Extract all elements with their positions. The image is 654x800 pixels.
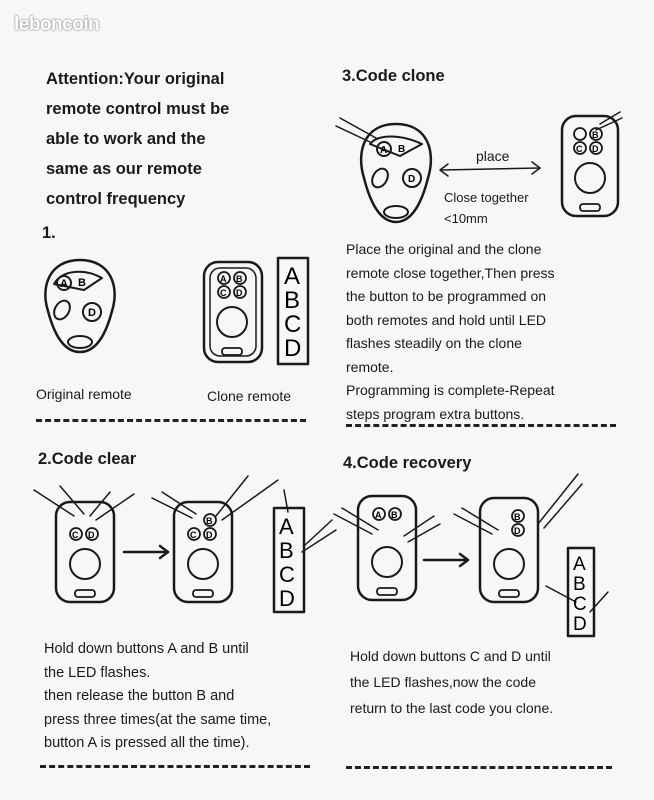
instruction-line: the button to be programmed on [346, 288, 547, 304]
button-letter: B [284, 287, 300, 314]
code-clear-arrow [122, 544, 170, 560]
section-divider [346, 424, 616, 427]
button-letter: B [206, 516, 213, 526]
button-letter: D [279, 586, 295, 611]
instruction-line: press three times(at the same time, [44, 711, 272, 728]
button-letter: D [573, 614, 587, 635]
attention-line: same as our remote [46, 160, 202, 178]
instruction-line: steps program extra buttons. [346, 405, 525, 422]
code-recovery-remote-before: A B [333, 494, 441, 602]
button-letter: B [592, 130, 599, 140]
attention-line: control frequency [46, 190, 186, 208]
code-recovery-arrow [422, 552, 470, 568]
button-letter: C [190, 530, 197, 540]
instruction-line: the LED flashes. [44, 664, 151, 681]
button-letter: D [408, 174, 415, 185]
button-letter: B [514, 512, 521, 522]
instruction-line: button A is pressed all the time). [44, 735, 250, 751]
button-letter: B [573, 574, 586, 595]
step3-heading: 3.Code clone [342, 67, 445, 85]
button-letter: D [514, 526, 521, 536]
button-letter: C [279, 562, 295, 587]
button-letter: C [72, 530, 79, 540]
button-letter: C [220, 288, 227, 298]
section-divider [40, 765, 310, 768]
button-letter: A [60, 278, 68, 290]
instruction-line: remote. [346, 358, 394, 375]
place-label: place [476, 148, 510, 164]
code-clone-clone-remote: B C D [560, 111, 623, 218]
close-together-label: Close together [444, 190, 529, 205]
button-letter: B [398, 144, 405, 155]
button-letter: D [236, 288, 243, 298]
button-letter: D [592, 144, 599, 154]
button-letter: B [391, 510, 398, 520]
button-letter: D [284, 335, 301, 362]
section-divider [346, 766, 612, 769]
button-letter: D [206, 530, 213, 540]
step1-number: 1. [42, 224, 56, 242]
button-letter: B [236, 274, 243, 284]
button-letter: A [220, 274, 227, 284]
step4-heading: 4.Code recovery [343, 454, 472, 472]
button-letter: C [284, 311, 301, 338]
button-letter: A [380, 145, 387, 156]
button-letter: C [576, 144, 583, 154]
instruction-line: flashes steadily on the clone [346, 335, 522, 351]
instruction-line: return to the last code you clone. [350, 700, 554, 716]
instruction-line: both remotes and hold until LED [346, 311, 547, 328]
instruction-line: the LED flashes,now the code [350, 674, 537, 690]
instruction-line: Programming is complete-Repeat [346, 382, 555, 398]
code-clear-remote-after: B C D [151, 475, 279, 604]
button-letter: A [375, 510, 382, 520]
attention-line: able to work and the [46, 130, 206, 148]
instruction-line: Place the original and the clone [346, 241, 542, 257]
abcd-label-box: A B C D [276, 256, 310, 366]
button-letter: D [88, 530, 95, 540]
original-remote-illustration: A B D [44, 258, 116, 354]
instruction-line: Hold down buttons A and B until [44, 641, 249, 657]
clone-remote-caption: Clone remote [207, 388, 292, 404]
button-letter: B [279, 538, 294, 563]
button-letter: B [78, 277, 86, 289]
button-letter: A [279, 514, 294, 539]
button-letter: A [284, 263, 300, 290]
attention-line: remote control must be [46, 100, 230, 118]
distance-label: <10mm [444, 211, 488, 226]
code-recovery-remote-after: B D [453, 473, 583, 604]
instruction-line: remote close together,Then press [346, 264, 555, 281]
place-arrow [439, 161, 541, 177]
attention-line: Attention:Your original [46, 70, 225, 88]
instruction-line: then release the button B and [44, 688, 235, 704]
step4-instructions: Hold down buttons C and D until the LED … [350, 643, 630, 721]
step2-heading: 2.Code clear [38, 450, 137, 468]
code-clone-original-remote: A B D [335, 117, 433, 224]
step2-instructions: Hold down buttons A and B until the LED … [44, 638, 334, 756]
button-letter: A [573, 554, 586, 575]
code-clear-remote-before: C D [33, 485, 135, 604]
abcd-label-box-step2: A B C D [272, 489, 337, 614]
attention-note: Attention:Your original remote control m… [46, 64, 306, 214]
section-divider [36, 419, 306, 422]
leboncoin-watermark: leboncoin [14, 14, 100, 35]
abcd-label-box-step4: A B C D [545, 546, 609, 638]
button-letter: D [88, 307, 96, 319]
step3-instructions: Place the original and the clone remote … [346, 238, 616, 426]
clone-remote-illustration: A B C D [202, 260, 264, 364]
instruction-line: Hold down buttons C and D until [350, 648, 551, 664]
button-letter: C [573, 594, 587, 615]
original-remote-caption: Original remote [36, 386, 132, 402]
